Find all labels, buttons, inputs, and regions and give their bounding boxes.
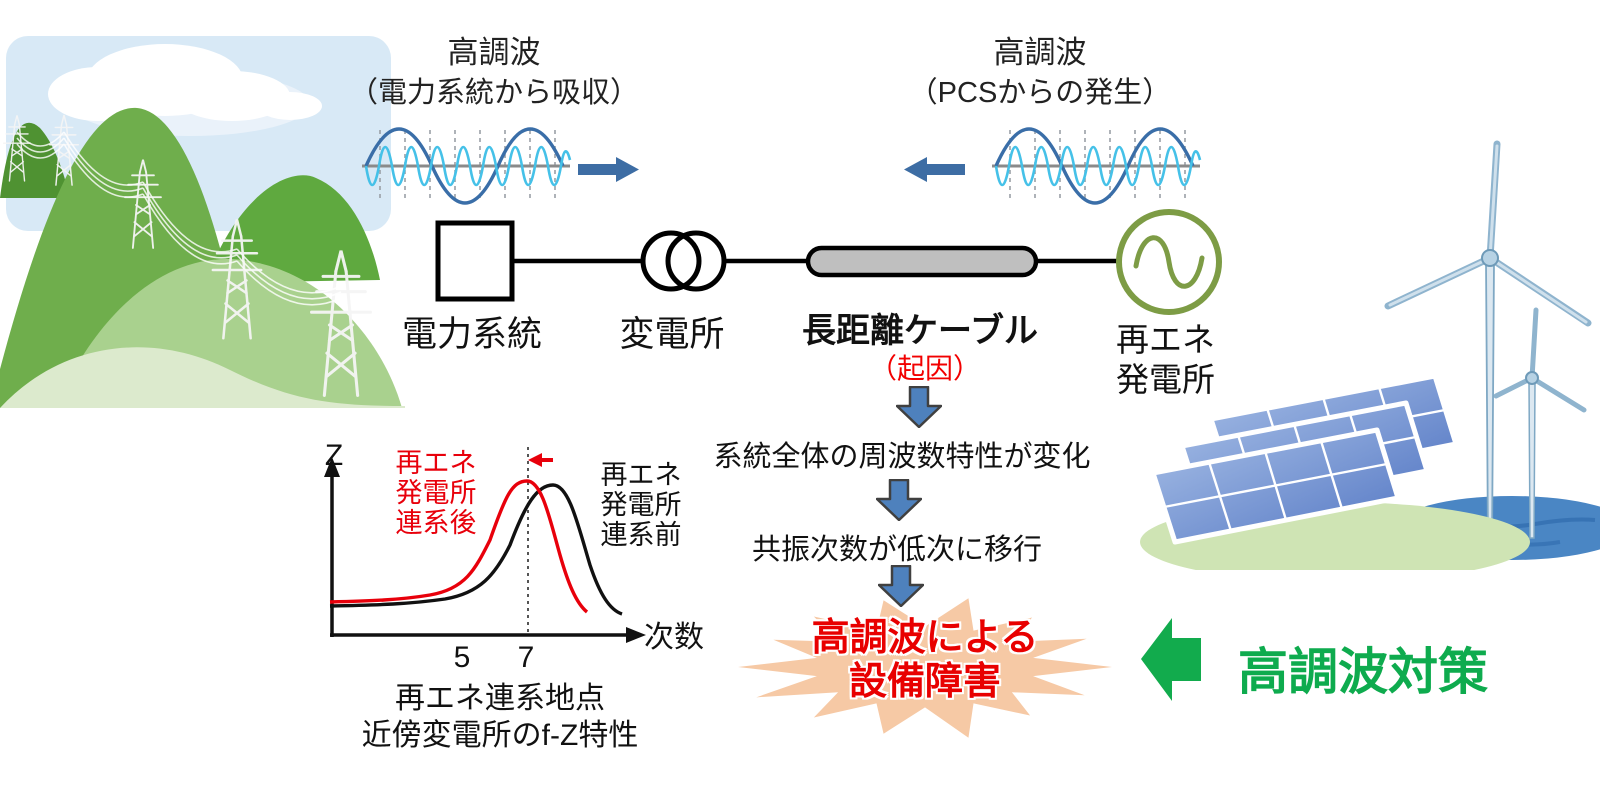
cloud — [48, 67, 148, 121]
wind-turbine — [1384, 140, 1592, 546]
renewable-plant-label-line1: 再エネ — [1116, 321, 1215, 358]
transformer-symbol — [665, 230, 727, 292]
cloud — [258, 92, 322, 120]
harmonic-absorb-label: 高調波 （電力系統から吸収） — [344, 32, 644, 114]
impact-text-line2: 設備障害 — [848, 661, 1001, 703]
shift-left-arrowhead — [528, 453, 542, 467]
down-arrow — [896, 386, 942, 428]
countermeasure-arrow — [1141, 618, 1201, 701]
harmonic-absorb-title: 高調波 — [447, 35, 541, 70]
transformer-symbol — [640, 230, 702, 292]
one-line-circuit — [435, 209, 1222, 315]
harmonic-pcs-title: 高調波 — [993, 35, 1087, 70]
legend-after-line1: 再エネ — [395, 448, 477, 478]
cable-cause-label: （起因） — [868, 353, 981, 384]
legend-after-line2: 発電所 — [395, 478, 477, 508]
y-axis-label: Z — [325, 439, 343, 472]
down-arrow — [878, 565, 924, 607]
x-axis-label: 次数 — [644, 621, 704, 654]
hill-pale — [0, 347, 405, 408]
renewable-plant-label: 再エネ 発電所 — [1116, 320, 1256, 400]
flow-right-arrow — [578, 157, 639, 182]
flow-left-arrow — [904, 157, 965, 182]
chart-caption-line1: 再エネ連系地点 — [395, 682, 605, 715]
impact-text: 高調波による 設備障害 — [770, 616, 1080, 704]
mountains-powerlines-illustration — [0, 36, 405, 408]
harmonic-waveform-right — [992, 127, 1202, 205]
flow-step1: 系統全体の周波数特性が変化 — [713, 441, 1091, 473]
fundamental-wave — [364, 127, 565, 205]
cable-symbol — [805, 245, 1039, 278]
curve-before-interconnection — [329, 483, 623, 616]
generator-sine — [1133, 235, 1205, 289]
impact-text-line1: 高調波による — [811, 617, 1039, 659]
tick-5: 5 — [454, 641, 471, 674]
impact-starburst — [738, 598, 1112, 738]
harmonic-waveform-left — [362, 127, 572, 205]
renewable-plant-label-line2: 発電所 — [1116, 361, 1215, 398]
tick-7: 7 — [518, 641, 535, 674]
harmonic-wave — [994, 145, 1202, 187]
power-system-symbol — [435, 220, 515, 302]
cable-label: 長距離ケーブル — [802, 312, 1038, 350]
substation-label: 変電所 — [619, 315, 725, 354]
wind-turbine — [1493, 307, 1587, 539]
fz-characteristic-chart: Z 次数 5 7 — [324, 439, 704, 674]
countermeasure-label: 高調波対策 — [1238, 644, 1488, 700]
legend-before-line3: 連系前 — [600, 520, 682, 550]
y-axis-arrow — [324, 457, 340, 477]
curve-after-interconnection — [329, 479, 589, 614]
down-arrow — [876, 479, 922, 521]
flow-step2: 共振次数が低次に移行 — [751, 534, 1042, 566]
mountain-right — [205, 175, 380, 283]
legend-before-line2: 発電所 — [600, 490, 682, 520]
chart-caption: 再エネ連系地点 近傍変電所のf-Z特性 — [300, 680, 700, 754]
harmonic-pcs-subtitle: （PCSからの発生） — [908, 77, 1172, 109]
legend-after-line3: 連系後 — [395, 508, 477, 538]
x-axis-arrow — [626, 627, 646, 643]
harmonic-absorb-subtitle: （電力系統から吸収） — [348, 77, 639, 109]
harmonic-pcs-label: 高調波 （PCSからの発生） — [890, 32, 1190, 114]
power-lines — [16, 131, 342, 306]
harmonic-wave — [364, 145, 572, 187]
legend-after: 再エネ 発電所 連系後 — [376, 448, 496, 538]
renewables-illustration — [1140, 140, 1600, 570]
mountain-far — [0, 122, 70, 198]
power-system-label: 電力系統 — [401, 315, 542, 354]
fundamental-wave — [994, 127, 1195, 205]
chart-caption-line2: 近傍変電所のf-Z特性 — [361, 719, 639, 752]
legend-before: 再エネ 発電所 連系前 — [581, 460, 701, 550]
legend-before-line1: 再エネ — [600, 460, 682, 490]
